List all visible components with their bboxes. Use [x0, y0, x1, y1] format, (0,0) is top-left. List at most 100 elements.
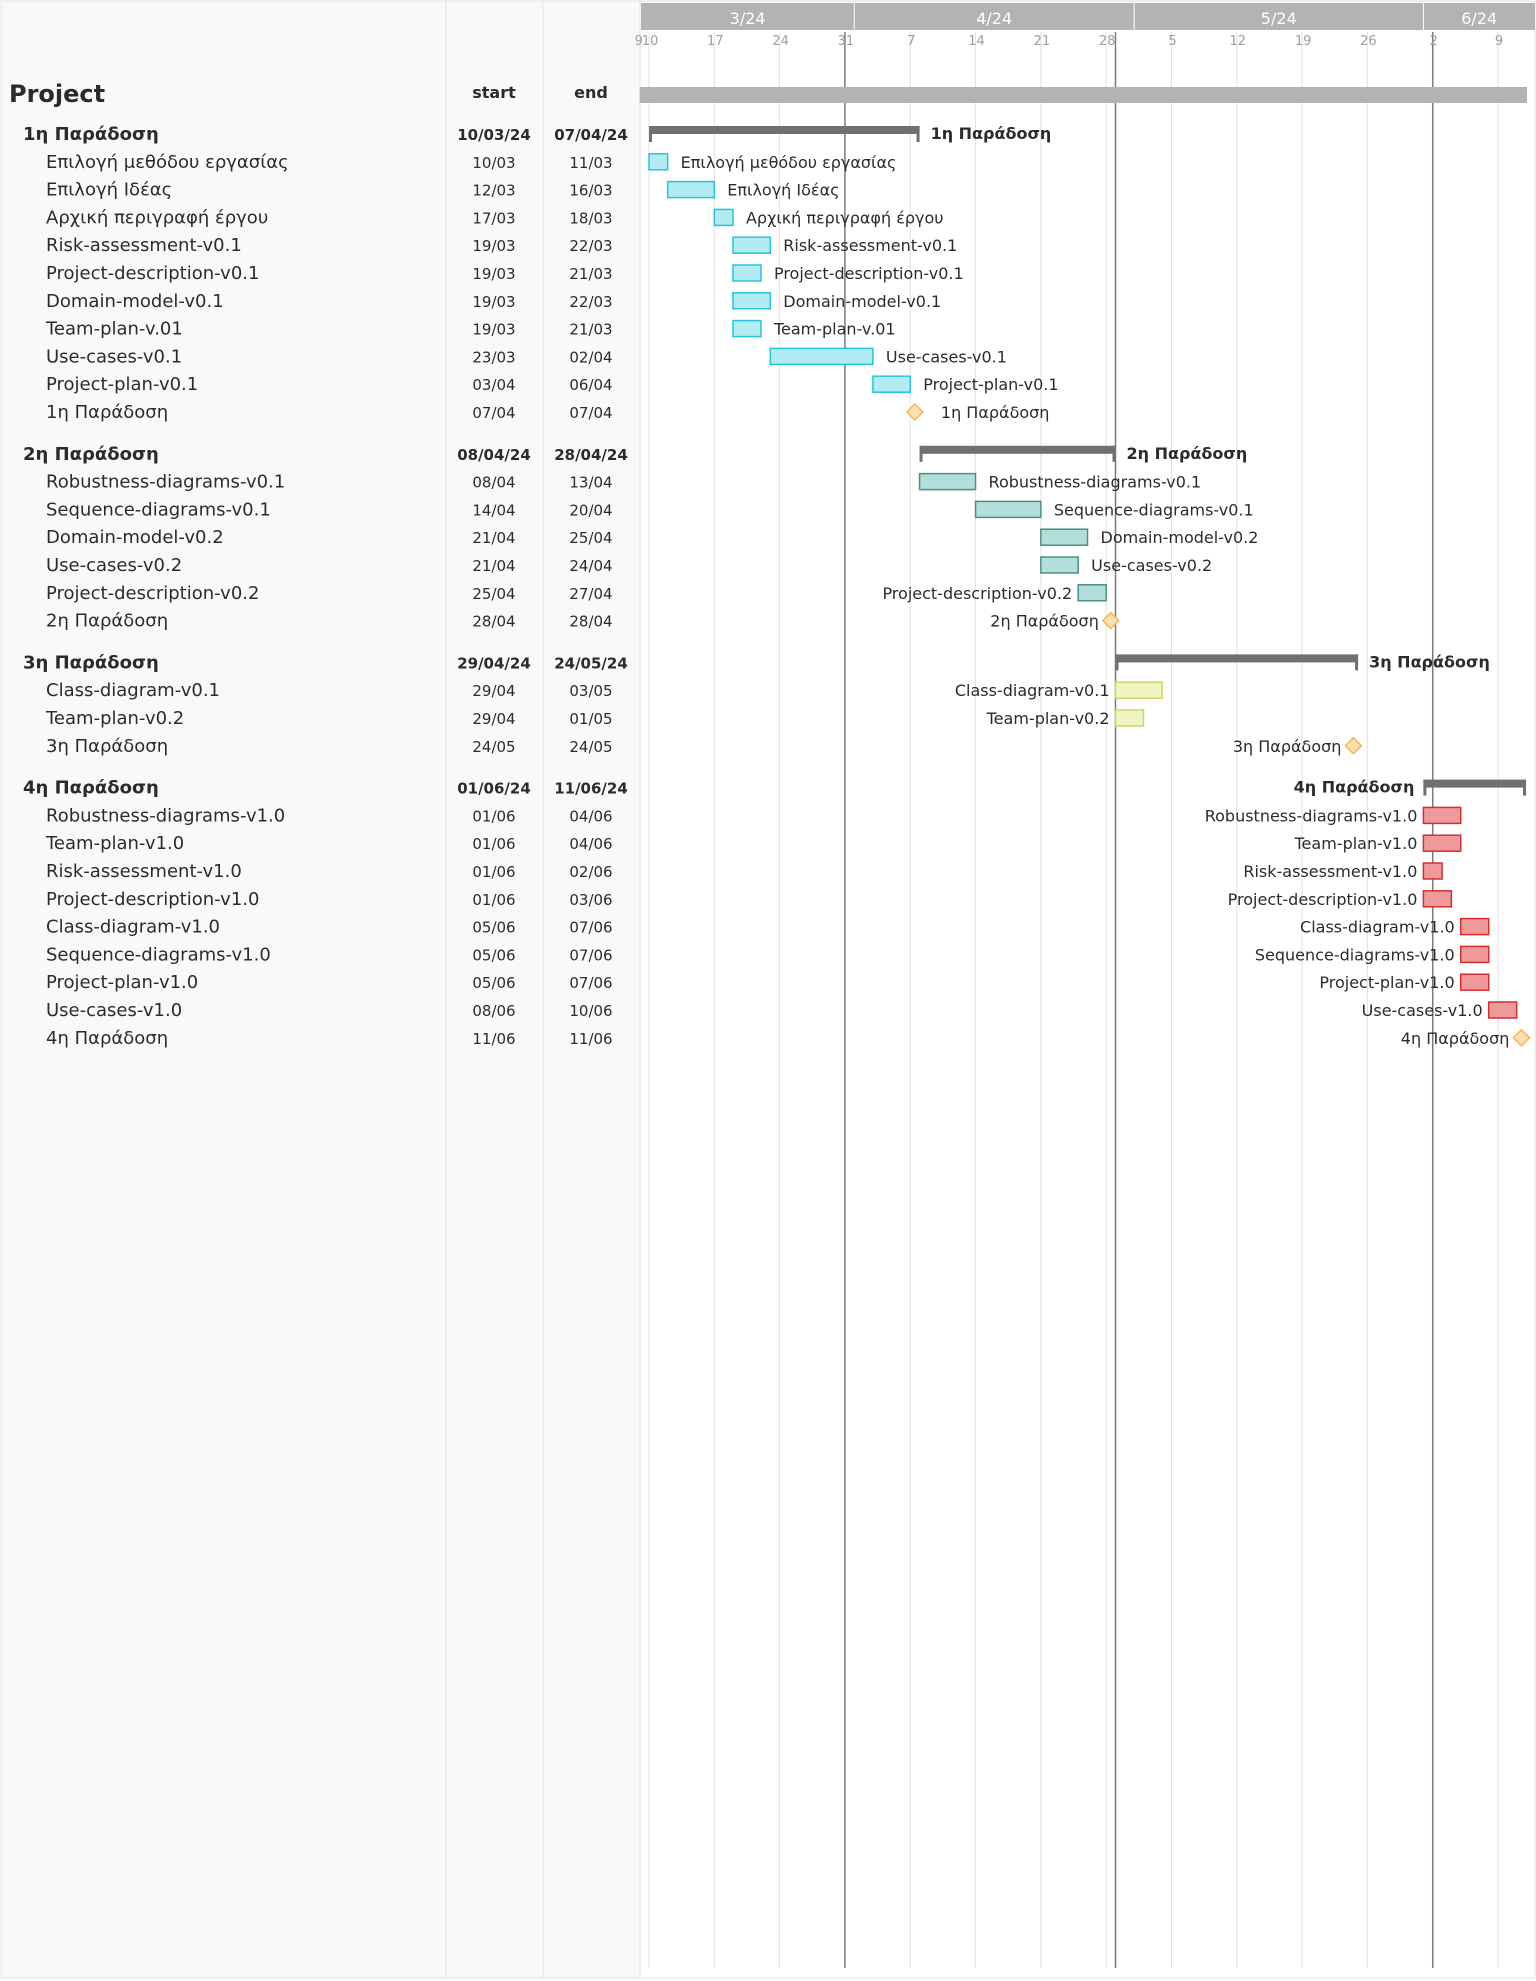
task-start: 01/06 [472, 835, 515, 853]
task-bar-label: Sequence-diagrams-v1.0 [1255, 945, 1455, 964]
task-start: 14/04 [472, 501, 515, 519]
project-title: Project [9, 80, 105, 108]
task-end: 21/03 [569, 321, 612, 339]
task-name: Επιλογή Ιδέας [46, 180, 172, 201]
milestone-label: 1η Παράδοση [941, 403, 1050, 422]
month-label: 4/24 [976, 9, 1012, 28]
task-name: 4η Παράδοση [46, 1028, 168, 1049]
task-end: 11/06 [569, 1030, 612, 1048]
task-bar [1422, 806, 1462, 825]
task-start: 05/06 [472, 919, 515, 937]
milestone-diamond [905, 402, 924, 422]
task-start: 01/06 [472, 863, 515, 881]
task-name: Project-description-v0.1 [46, 263, 259, 284]
task-bar-label: Project-plan-v0.1 [923, 375, 1058, 394]
group-bar-label: 1η Παράδοση [931, 124, 1052, 143]
task-start: 03/04 [472, 376, 515, 394]
month-header-bar [641, 3, 1535, 30]
task-end: 07/06 [569, 974, 612, 992]
group-bar-cap [1355, 654, 1359, 671]
task-name: Team-plan-v1.0 [45, 833, 184, 854]
task-start: 21/04 [472, 529, 515, 547]
task-bar-label: Domain-model-v0.1 [783, 292, 941, 311]
week-tick-label: 9 [635, 34, 643, 49]
task-name: Project-plan-v1.0 [46, 972, 198, 993]
task-bar [1422, 834, 1462, 852]
task-bar [769, 347, 874, 366]
group-start: 10/03/24 [457, 126, 531, 144]
task-end: 18/03 [569, 209, 612, 227]
task-bar [1114, 681, 1163, 699]
milestone-diamond [1344, 736, 1363, 755]
task-end: 04/06 [569, 807, 612, 825]
task-bar-label: Domain-model-v0.2 [1101, 528, 1259, 547]
task-start: 29/04 [472, 710, 515, 728]
task-end: 06/04 [569, 376, 612, 394]
task-start: 05/06 [472, 946, 515, 964]
task-bar [1487, 1001, 1518, 1019]
group-bar-cap [916, 126, 920, 142]
task-bar [1040, 556, 1079, 574]
task-bar-label: Class-diagram-v1.0 [1300, 918, 1455, 937]
task-bar [1040, 528, 1089, 546]
group-bar [1423, 779, 1527, 788]
task-start: 11/06 [472, 1030, 515, 1048]
task-start: 24/05 [472, 738, 515, 756]
task-bar [1459, 945, 1490, 964]
task-end: 07/04 [569, 404, 612, 422]
group-bar-cap [649, 126, 652, 142]
group-name: 4η Παράδοση [23, 778, 159, 799]
week-tick-label: 2 [1430, 34, 1438, 49]
timeline-panel [639, 0, 1536, 1979]
week-tick-label: 19 [1295, 34, 1312, 49]
task-end: 02/04 [569, 348, 612, 366]
group-bar-label: 2η Παράδοση [1127, 444, 1248, 463]
task-start: 23/03 [472, 348, 515, 366]
task-start: 12/03 [472, 182, 515, 200]
task-bar-label: Sequence-diagrams-v0.1 [1054, 500, 1254, 519]
group-bar [649, 126, 920, 134]
milestone-diamond [1512, 1028, 1531, 1047]
task-name: 2η Παράδοση [46, 611, 168, 632]
group-bar-cap [919, 445, 923, 462]
task-start: 01/06 [472, 891, 515, 909]
task-name: Robustness-diagrams-v0.1 [46, 472, 285, 493]
milestone-label: 3η Παράδοση [1233, 737, 1342, 756]
task-start: 19/03 [472, 321, 515, 339]
group-end: 28/04/24 [554, 446, 628, 464]
task-bar [974, 500, 1042, 519]
task-bar-label: Risk-assessment-v0.1 [783, 236, 957, 255]
task-start: 21/04 [472, 557, 515, 575]
month-label: 6/24 [1461, 9, 1497, 28]
task-bar [872, 375, 911, 393]
task-bar-label: Robustness-diagrams-v1.0 [1205, 806, 1418, 825]
task-bar [1422, 890, 1453, 908]
task-bar-label: Use-cases-v1.0 [1362, 1001, 1483, 1020]
group-end: 07/04/24 [554, 126, 628, 144]
group-start: 29/04/24 [457, 654, 531, 672]
task-bar-label: Team-plan-v0.2 [986, 709, 1110, 728]
week-tick-label: 7 [907, 34, 915, 49]
task-bar-label: Project-description-v0.1 [774, 264, 964, 283]
group-bar-cap [1115, 654, 1119, 671]
task-name: 3η Παράδοση [46, 736, 168, 757]
task-name: Class-diagram-v0.1 [46, 680, 220, 701]
end-column-panel [542, 0, 641, 1979]
start-column-panel [445, 0, 544, 1979]
task-end: 22/03 [569, 237, 612, 255]
milestone-diamond [1101, 611, 1120, 630]
group-bar-label: 3η Παράδοση [1369, 652, 1490, 671]
task-bar [1114, 709, 1145, 727]
task-end: 01/05 [569, 710, 612, 728]
task-bar [666, 180, 716, 199]
task-bar-label: Επιλογή Ιδέας [727, 181, 839, 200]
milestone-label: 2η Παράδοση [990, 612, 1099, 631]
task-name: Team-plan-v.01 [45, 319, 183, 340]
task-name: Risk-assessment-v0.1 [46, 235, 242, 256]
task-end: 28/04 [569, 613, 612, 631]
task-end: 22/03 [569, 293, 612, 311]
task-end: 25/04 [569, 529, 612, 547]
group-bar-cap [1112, 445, 1116, 462]
task-bar-label: Project-description-v0.2 [882, 584, 1072, 603]
